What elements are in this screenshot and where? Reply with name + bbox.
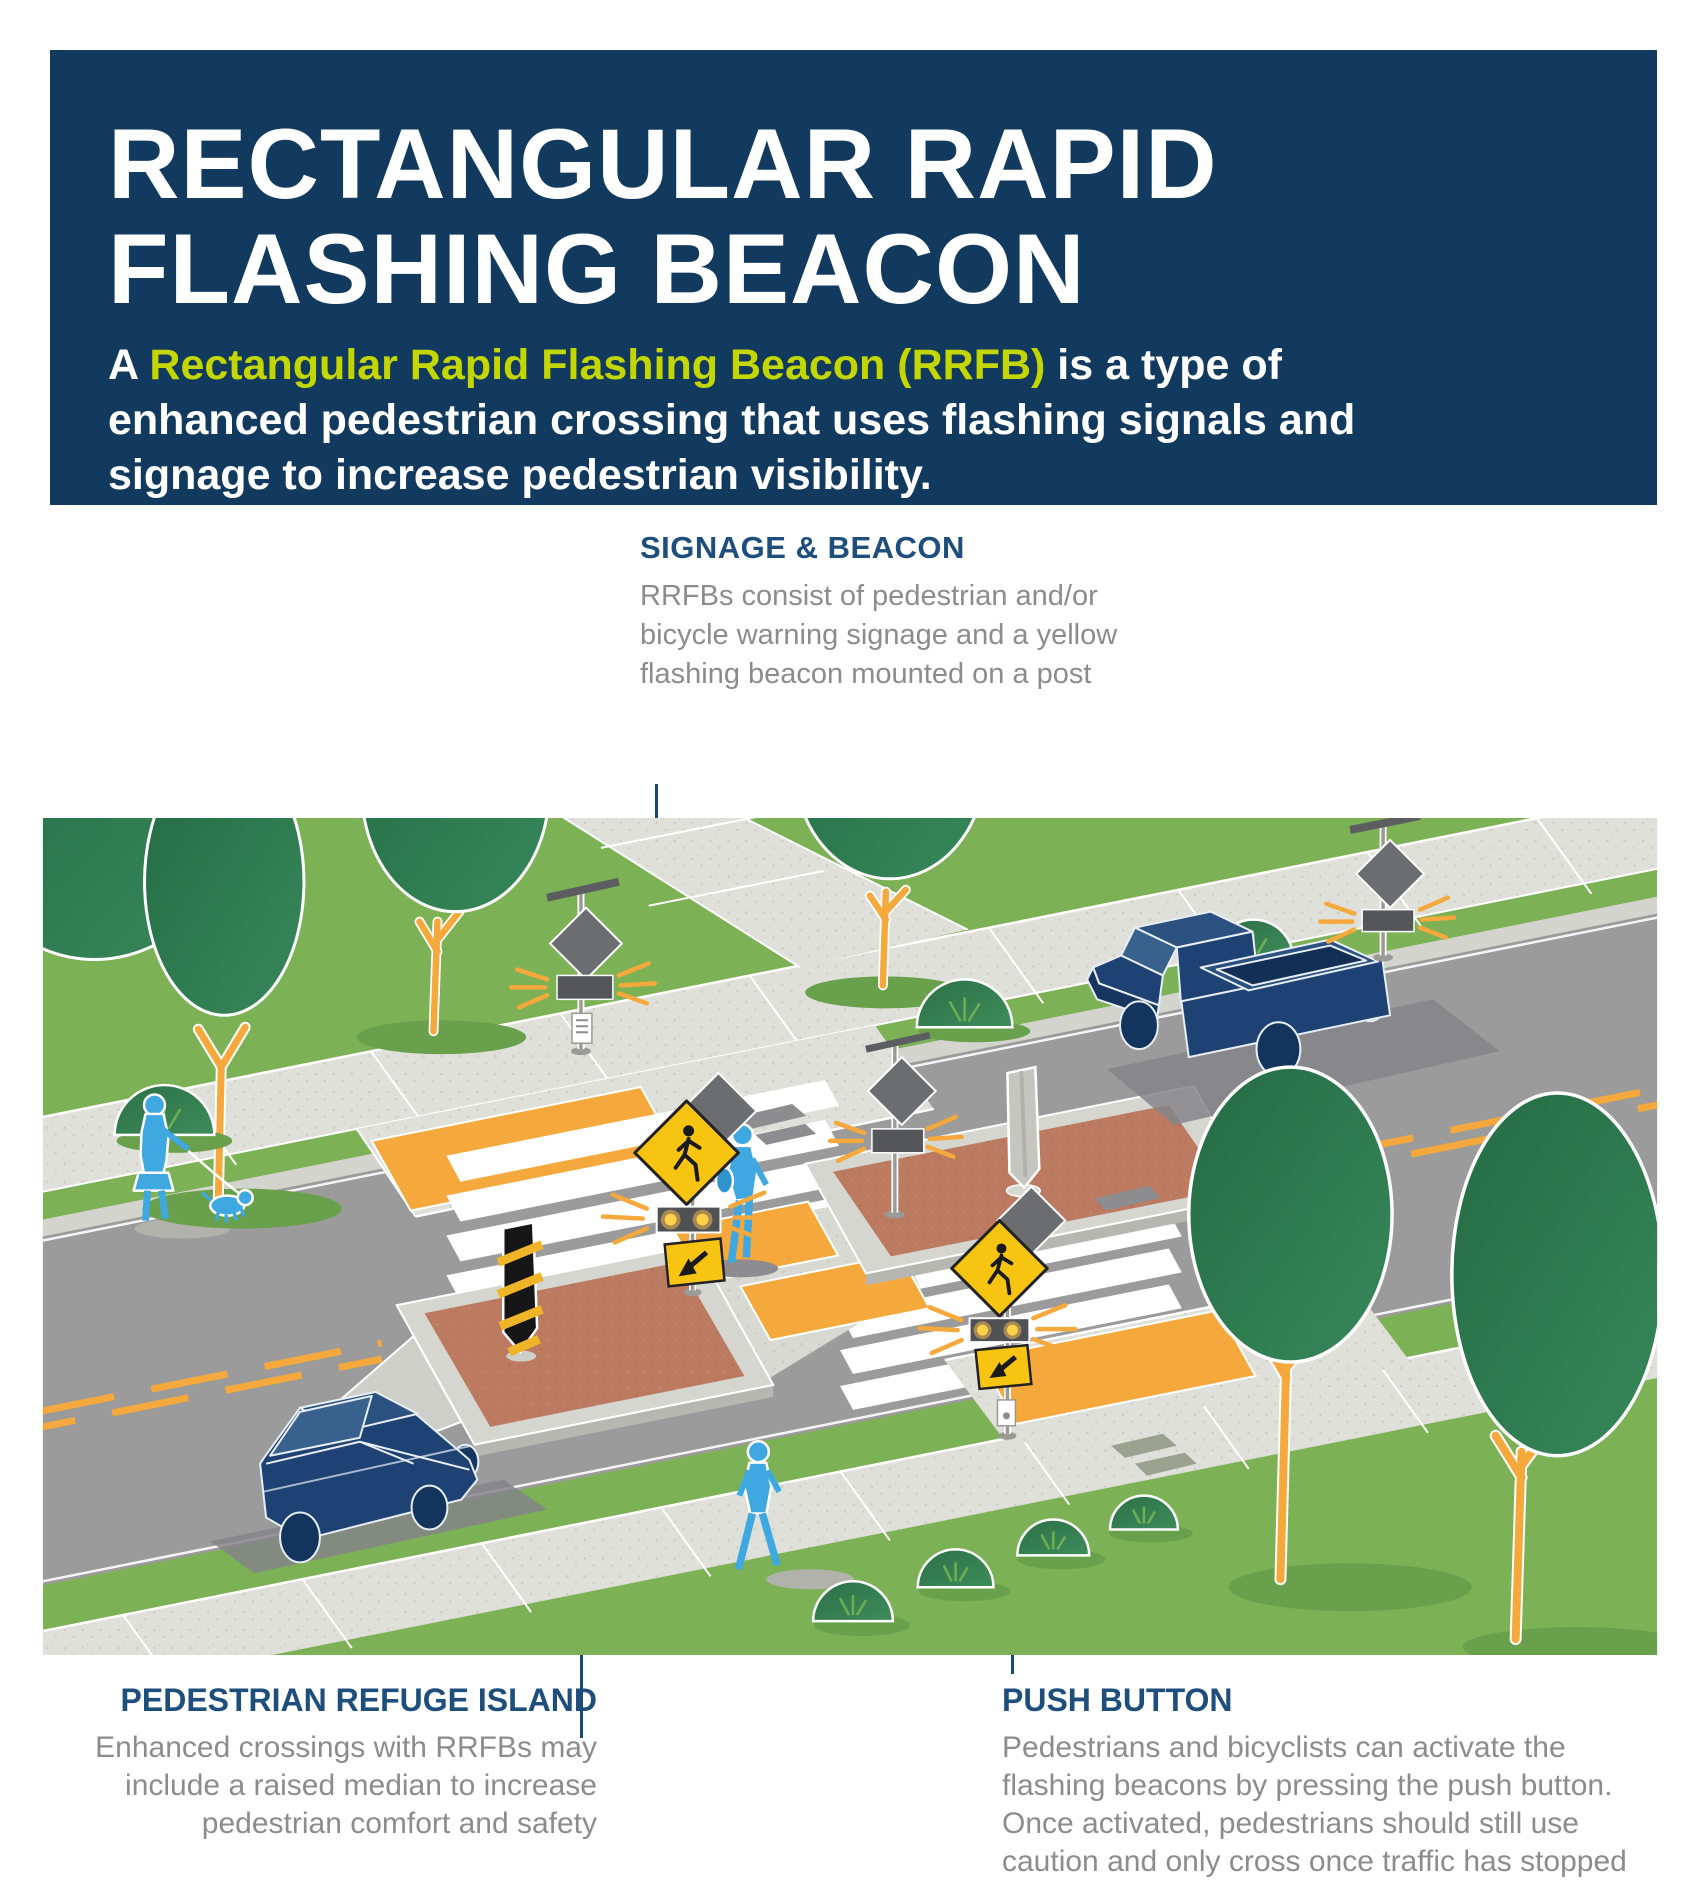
rrfb-post-left-crosswalk bbox=[600, 1071, 777, 1297]
page-title-line2: FLASHING BEACON bbox=[108, 212, 1086, 324]
callout-refuge-island: PEDESTRIAN REFUGE ISLAND Enhanced crossi… bbox=[75, 1682, 597, 1843]
rrfb-post-right-crosswalk bbox=[917, 1185, 1078, 1440]
rrfb-post-median bbox=[827, 1031, 964, 1219]
pedestrian-path bbox=[562, 818, 969, 969]
pedestrian-dog-walker bbox=[132, 1093, 254, 1223]
pedestrian-sidewalk-man bbox=[734, 1440, 782, 1571]
tree-near-2 bbox=[1450, 1091, 1658, 1655]
callout-push-button: PUSH BUTTON Pedestrians and bicyclists c… bbox=[1002, 1682, 1699, 1881]
flash-rays-icon bbox=[827, 1114, 964, 1164]
sign-back-icon bbox=[1354, 838, 1426, 910]
callout-refuge-title: PEDESTRIAN REFUGE ISLAND bbox=[120, 1682, 597, 1718]
page-title-line1: RECTANGULAR RAPID bbox=[108, 108, 1218, 219]
callout-push-body: Pedestrians and bicyclists can activate … bbox=[1002, 1731, 1627, 1878]
beacon-housing bbox=[1361, 908, 1415, 933]
flash-rays-icon bbox=[508, 961, 657, 1010]
dog bbox=[201, 1188, 254, 1223]
callout-signage-body: RRFBs consist of pedestrian and/or bicyc… bbox=[640, 580, 1118, 690]
tree-near-1 bbox=[1187, 1065, 1472, 1612]
rrfb-post-far-left bbox=[508, 877, 657, 1056]
scene-svg bbox=[42, 818, 1658, 1655]
beacon-housing bbox=[871, 1128, 925, 1154]
intro-prefix: A bbox=[108, 341, 150, 389]
sign-back-icon bbox=[866, 1055, 938, 1127]
dog-leash bbox=[187, 1149, 243, 1197]
intro-suffix: is a type of enhanced pedestrian crossin… bbox=[108, 341, 1356, 499]
flash-rays-icon bbox=[600, 1190, 777, 1245]
solar-panel bbox=[865, 1031, 931, 1053]
solar-panel bbox=[1349, 818, 1421, 834]
striped-object-marker bbox=[496, 1221, 544, 1362]
flash-rays-icon bbox=[917, 1303, 1078, 1356]
street-crossing-illustration bbox=[40, 818, 1660, 1655]
callout-refuge-body: Enhanced crossings with RRFBs may includ… bbox=[95, 1731, 597, 1840]
tree-far-3 bbox=[356, 818, 549, 1055]
solar-panel bbox=[546, 877, 620, 902]
callout-signage-beacon: SIGNAGE & BEACON RRFBs consist of pedest… bbox=[640, 530, 1180, 694]
flash-rays-icon bbox=[1318, 895, 1457, 944]
bush-far-mid bbox=[915, 978, 1031, 1043]
sedan-car bbox=[259, 1390, 480, 1564]
walking-person-glyph bbox=[987, 1243, 1014, 1296]
push-button-sign[interactable] bbox=[571, 1012, 593, 1044]
callout-push-title: PUSH BUTTON bbox=[1002, 1682, 1233, 1718]
rrfb-post-far-right bbox=[1318, 818, 1457, 962]
walking-person-glyph bbox=[673, 1125, 702, 1182]
beacon-housing bbox=[556, 974, 614, 1001]
bush-row-near bbox=[811, 1494, 1193, 1637]
intro-text: A Rectangular Rapid Flashing Beacon (RRF… bbox=[108, 338, 1398, 503]
callout-signage-title: SIGNAGE & BEACON bbox=[640, 530, 965, 565]
intro-highlight: Rectangular Rapid Flashing Beacon (RRFB) bbox=[149, 341, 1046, 389]
